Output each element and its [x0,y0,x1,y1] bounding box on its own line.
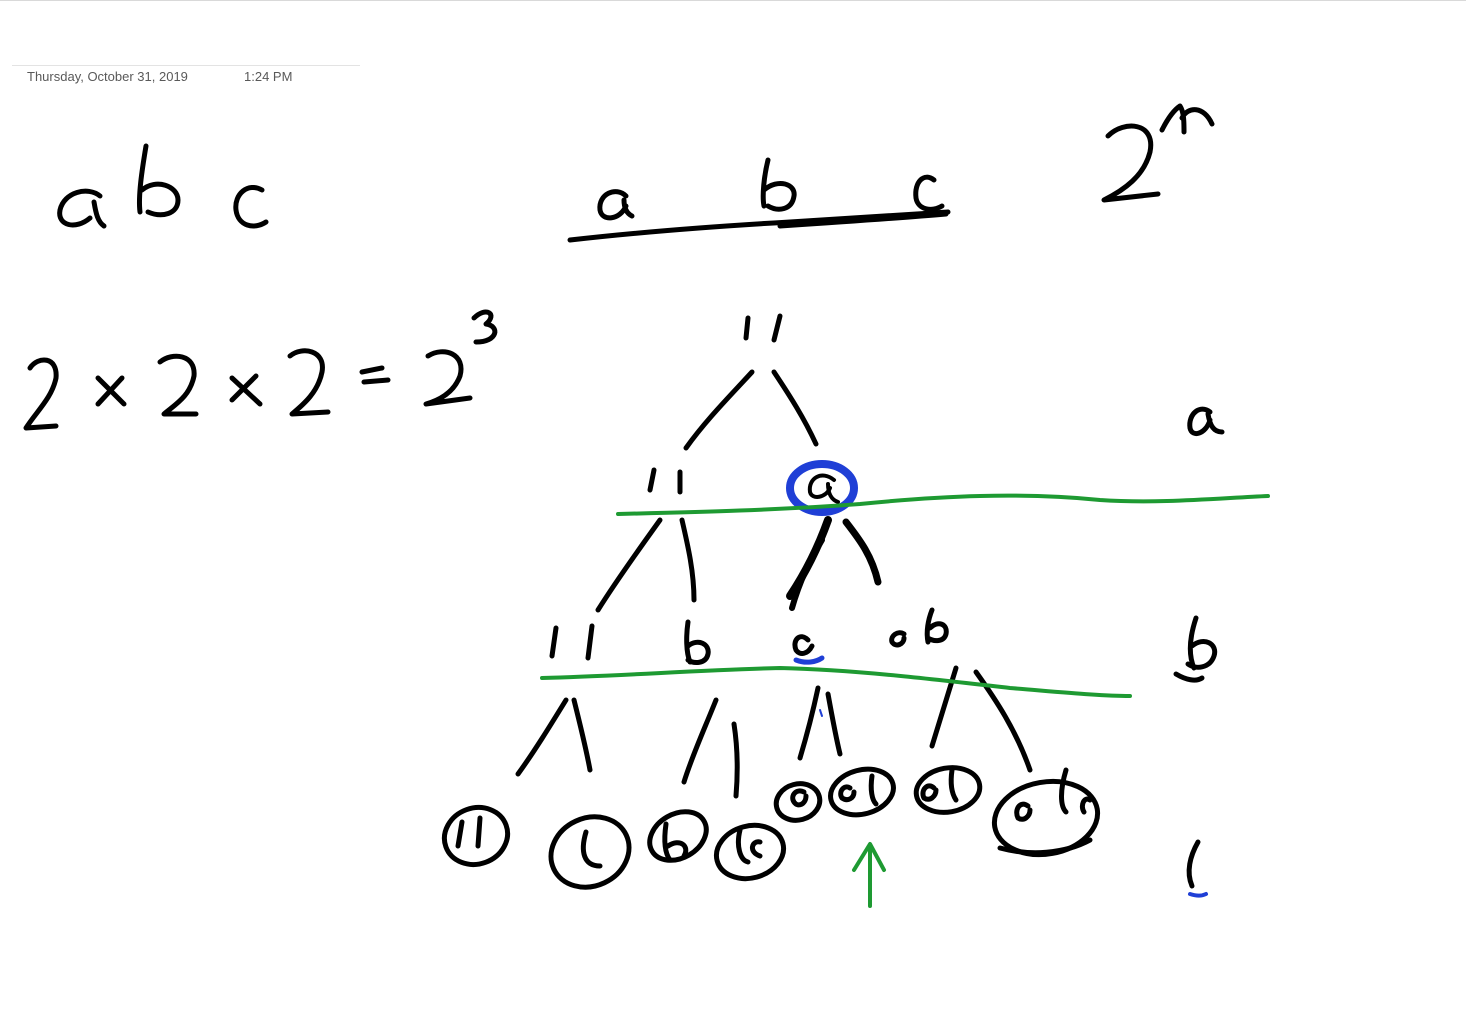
window-top-border [0,0,1466,1]
note-title-underline [12,65,360,66]
note-date: Thursday, October 31, 2019 [27,69,188,84]
ink-abc-topleft [57,143,269,229]
ink-leaves [441,765,1101,890]
ink-2n [1101,103,1215,203]
ink-dot [60,639,64,643]
ink-level-labels [1173,406,1225,889]
note-time: 1:24 PM [244,69,293,84]
ink-blue-highlights [786,460,1208,898]
ink-abc-center [567,157,951,243]
ink-tree [515,313,1033,799]
ink-green-lines [540,493,1270,908]
ink-equation [23,309,498,431]
note-header: Thursday, October 31, 2019 1:24 PM [27,69,292,84]
